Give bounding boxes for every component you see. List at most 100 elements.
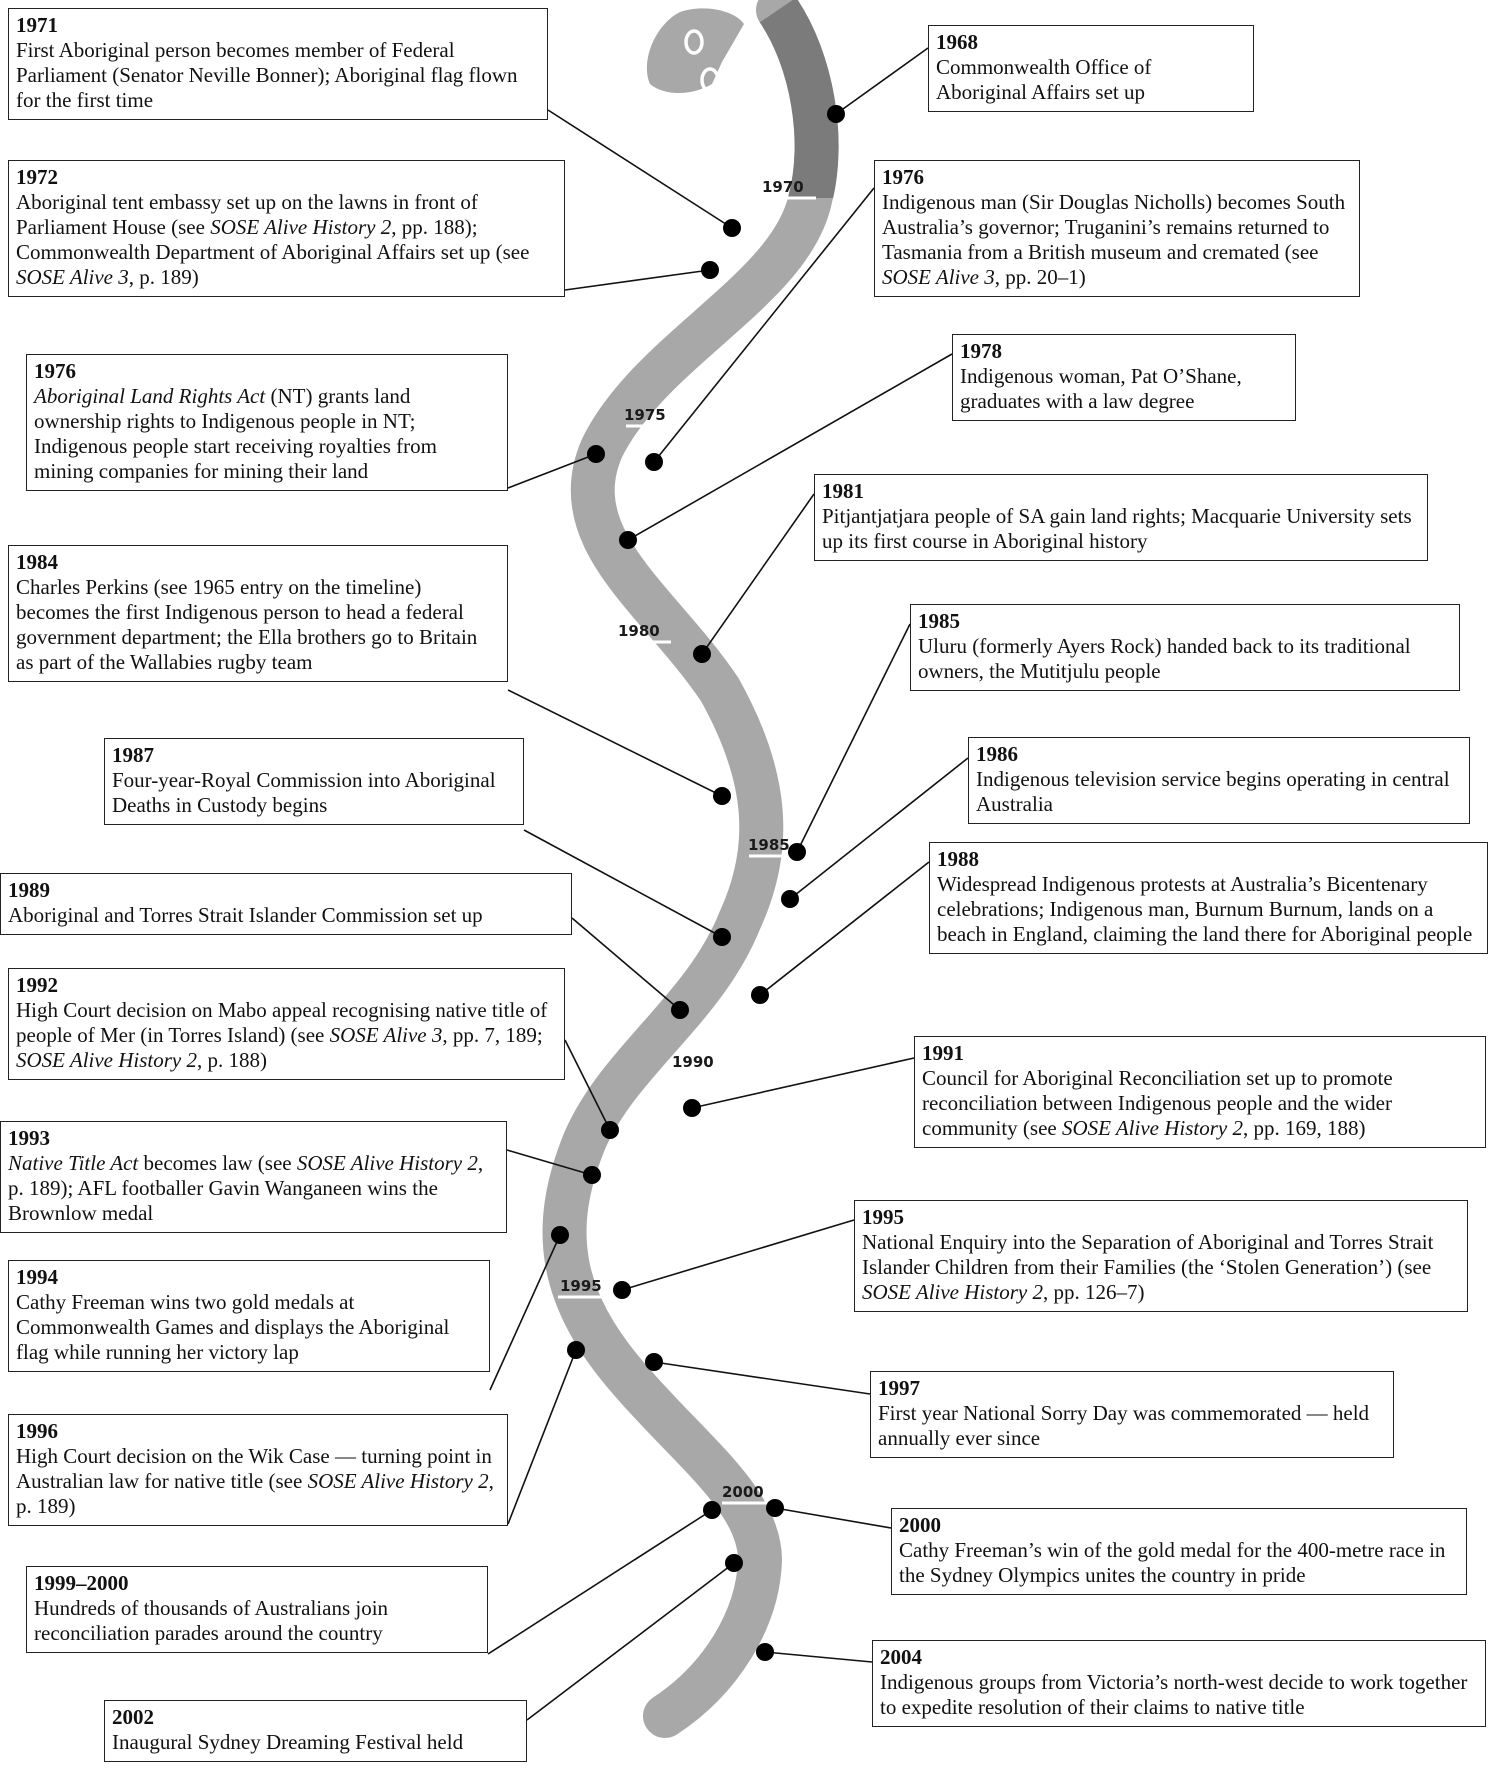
connector-lines: [487, 47, 969, 1721]
event-text-run: Indigenous groups from Victoria’s north-…: [880, 1670, 1468, 1719]
event-text: Pitjantjatjara people of SA gain land ri…: [822, 504, 1420, 554]
year-marker-label: 1975: [624, 406, 666, 424]
event-text: Inaugural Sydney Dreaming Festival held: [112, 1730, 519, 1755]
snake-eye-icon: [684, 29, 704, 55]
connector-line: [835, 47, 929, 115]
event-text-run: Widespread Indigenous protests at Austra…: [937, 872, 1473, 946]
connector-dot: [713, 787, 731, 805]
event-year: 1976: [882, 165, 924, 189]
event-year: 1993: [8, 1126, 50, 1150]
year-marker-label: 1980: [618, 622, 660, 640]
event-text-run: Charles Perkins (see 1965 entry on the t…: [16, 575, 478, 674]
event-text: High Court decision on Mabo appeal recog…: [16, 998, 557, 1073]
connector-line: [764, 1651, 873, 1663]
connector-dot: [693, 645, 711, 663]
connector-line: [547, 109, 733, 229]
connector-dot: [613, 1281, 631, 1299]
event-text-italic: Aboriginal Land Rights Act: [34, 384, 266, 408]
event-year: 1986: [976, 742, 1018, 766]
connector-line: [701, 493, 815, 655]
event-text-italic: SOSE Alive 3: [882, 265, 995, 289]
connector-dot: [551, 1226, 569, 1244]
event-text: Cathy Freeman wins two gold medals at Co…: [16, 1290, 482, 1365]
connector-dot: [756, 1643, 774, 1661]
event-text: Indigenous groups from Victoria’s north-…: [880, 1670, 1478, 1720]
event-text-italic: SOSE Alive History 2: [1061, 1116, 1243, 1140]
event-year: 1992: [16, 973, 58, 997]
event-year: 1991: [922, 1041, 964, 1065]
connector-line: [506, 1149, 593, 1176]
event-year: 1999–2000: [34, 1571, 129, 1595]
event-text-run: , p. 188): [197, 1048, 268, 1072]
event-text-run: First year National Sorry Day was commem…: [878, 1401, 1370, 1450]
event-text-run: Uluru (formerly Ayers Rock) handed back …: [918, 634, 1411, 683]
event-year: 1996: [16, 1419, 58, 1443]
connector-line: [796, 623, 911, 853]
connector-dot: [645, 1353, 663, 1371]
event-year: 1978: [960, 339, 1002, 363]
event-year: 2002: [112, 1705, 154, 1729]
event-year: 1981: [822, 479, 864, 503]
connector-line: [564, 269, 711, 291]
event-year: 1987: [112, 743, 154, 767]
event-year: 1972: [16, 165, 58, 189]
connector-dot: [827, 105, 845, 123]
event-text: First year National Sorry Day was commem…: [878, 1401, 1386, 1451]
event-year: 1984: [16, 550, 58, 574]
connector-dot: [703, 1501, 721, 1519]
event-text: Indigenous man (Sir Douglas Nicholls) be…: [882, 190, 1352, 290]
event-text-run: , p. 189): [128, 265, 199, 289]
event-text-italic: SOSE Alive History 2: [862, 1280, 1044, 1304]
event-year: 1989: [8, 878, 50, 902]
event-text: High Court decision on the Wik Case — tu…: [16, 1444, 500, 1519]
event-text-run: Aboriginal tent embassy set up on the la…: [16, 190, 478, 239]
event-text: Aboriginal Land Rights Act (NT) grants l…: [34, 384, 500, 484]
event-text: Commonwealth Office of Aboriginal Affair…: [936, 55, 1246, 105]
event-text-run: First Aboriginal person becomes member o…: [16, 38, 518, 112]
event-text-run: , pp. 126–7): [1043, 1280, 1145, 1304]
connector-dot: [567, 1341, 585, 1359]
event-text-run: Hundreds of thousands of Australians joi…: [34, 1596, 389, 1645]
event-text-run: Council for Aboriginal Reconciliation se…: [922, 1066, 1393, 1140]
connector-line: [759, 861, 930, 996]
event-text-run: Aboriginal and Torres Strait Islander Co…: [8, 903, 483, 927]
event-text: Uluru (formerly Ayers Rock) handed back …: [918, 634, 1452, 684]
event-text-run: High Court decision on the Wik Case — tu…: [16, 1444, 492, 1493]
connector-line: [507, 453, 597, 489]
event-year: 1995: [862, 1205, 904, 1229]
year-marker-label: 1990: [672, 1053, 714, 1071]
event-text-run: , pp. 20–1): [994, 265, 1086, 289]
event-text-run: Cathy Freeman’s win of the gold medal fo…: [899, 1538, 1446, 1587]
connector-dot: [788, 843, 806, 861]
event-year: 1997: [878, 1376, 920, 1400]
connector-line: [653, 187, 875, 463]
connector-line: [489, 1234, 561, 1391]
event-text-italic: SOSE Alive 3: [16, 265, 129, 289]
connector-dot: [619, 531, 637, 549]
event-text-run: , pp. 169, 188): [1242, 1116, 1366, 1140]
connector-line: [564, 1039, 611, 1131]
snake-head-icon: [646, 8, 744, 93]
event-text: Aboriginal tent embassy set up on the la…: [16, 190, 557, 290]
event-year: 1976: [34, 359, 76, 383]
event-text-run: Indigenous man (Sir Douglas Nicholls) be…: [882, 190, 1346, 264]
event-year: 2004: [880, 1645, 922, 1669]
event-text-italic: SOSE Alive History 2: [307, 1469, 489, 1493]
event-text-run: (NT) grants land ownership rights to Ind…: [34, 384, 437, 483]
connector-dots: [551, 105, 845, 1661]
